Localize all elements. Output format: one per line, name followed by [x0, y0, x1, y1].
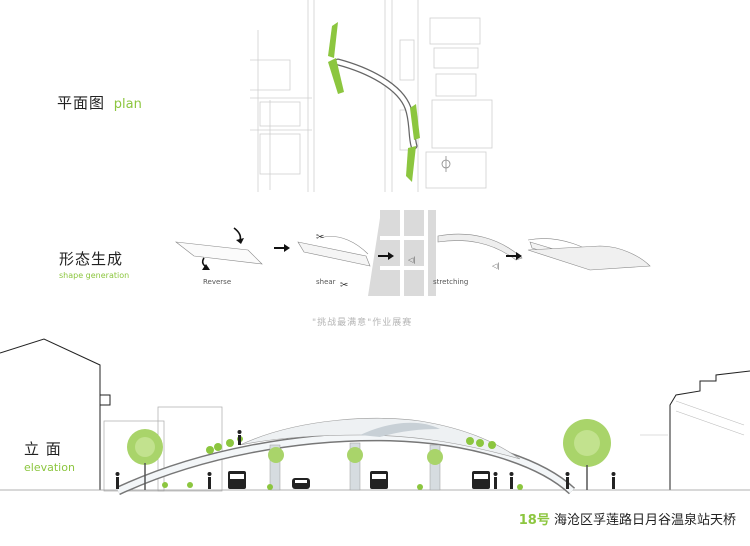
elevation-title-en: elevation	[24, 461, 75, 474]
elevation-heading: 立 面 elevation	[24, 438, 75, 474]
shape-title-cn: 形态生成	[59, 250, 124, 268]
elevation-title-cn: 立 面	[24, 440, 62, 458]
svg-text:✂: ✂	[340, 280, 348, 290]
step-label-shear: shear	[316, 278, 336, 286]
watermark-logo	[368, 210, 436, 296]
step-label-reverse: Reverse	[203, 278, 232, 286]
caption-number: 18号	[518, 513, 550, 528]
svg-text:✂: ✂	[316, 232, 324, 243]
caption-text: 海沧区孚莲路日月谷温泉站天桥	[553, 513, 736, 528]
plan-title-en: plan	[113, 97, 142, 112]
plan-heading: 平面图 plan	[57, 92, 142, 113]
svg-text:◁|: ◁|	[492, 262, 500, 270]
elevation-drawing	[0, 338, 750, 495]
svg-text:◁|: ◁|	[408, 256, 416, 264]
watermark-text: "挑战最满意"作业展赛	[312, 318, 413, 328]
step-label-stretching: stretching	[433, 278, 469, 286]
caption: 18号 海沧区孚莲路日月谷温泉站天桥	[519, 509, 736, 528]
shape-heading: 形态生成 shape generation	[59, 248, 129, 280]
plan-title-cn: 平面图	[57, 94, 106, 112]
shape-title-en: shape generation	[59, 271, 130, 280]
shape-steps-diagram: ✂ ✂ ◁| ◁|	[174, 227, 651, 290]
site-plan-drawing	[250, 0, 493, 192]
